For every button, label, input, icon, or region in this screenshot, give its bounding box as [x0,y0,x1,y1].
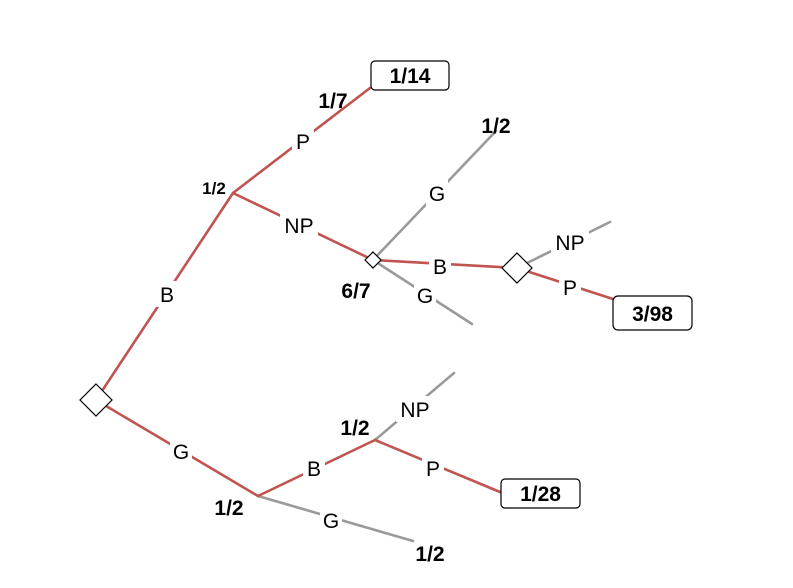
svg-text:P: P [563,277,577,300]
label-b-np: NP [280,212,318,238]
prob-b-p: 1/7 [318,90,347,113]
svg-text:3/98: 3/98 [632,303,673,326]
svg-text:B: B [160,284,174,307]
svg-text:B: B [433,256,447,279]
label-g-g: G [320,507,342,533]
svg-text:NP: NP [400,399,429,422]
svg-text:NP: NP [555,232,584,255]
svg-text:G: G [429,183,445,206]
svg-text:NP: NP [284,215,313,238]
label-g-b-np: NP [396,396,434,422]
svg-text:G: G [323,510,339,533]
svg-text:G: G [417,285,433,308]
prob-g-b: 1/2 [340,417,369,440]
outcome-b-p: 1/14 [370,60,450,91]
svg-text:P: P [296,131,310,154]
svg-text:G: G [173,441,189,464]
label-b-np-g: G [426,180,448,206]
b-np-b-node [501,252,533,284]
prob-b-split: 1/2 [202,179,226,198]
prob-b-np-g-leaf: 1/2 [481,115,510,138]
b-np-node [364,251,382,269]
label-b-np-b-np: NP [551,229,589,255]
svg-text:P: P [426,458,440,481]
label-g-b-p: P [422,455,444,481]
outcome-g-b-p: 1/28 [500,478,581,509]
outcome-b-np-b-p: 3/98 [612,295,693,331]
label-g: G [170,438,192,464]
svg-text:B: B [307,458,321,481]
label-b-np-b: B [429,253,451,279]
root-node [79,383,113,417]
svg-text:1/14: 1/14 [390,65,431,88]
prob-b-np-node: 6/7 [341,280,370,303]
prob-g-split: 1/2 [214,497,243,520]
prob-g-g-leaf: 1/2 [415,543,444,566]
label-b-p: P [292,128,314,154]
svg-text:1/28: 1/28 [520,483,561,506]
label-b-np-b-p: P [559,274,581,300]
label-g-b: B [303,455,325,481]
label-b: B [156,281,178,307]
label-b-np-g2: G [414,282,436,308]
